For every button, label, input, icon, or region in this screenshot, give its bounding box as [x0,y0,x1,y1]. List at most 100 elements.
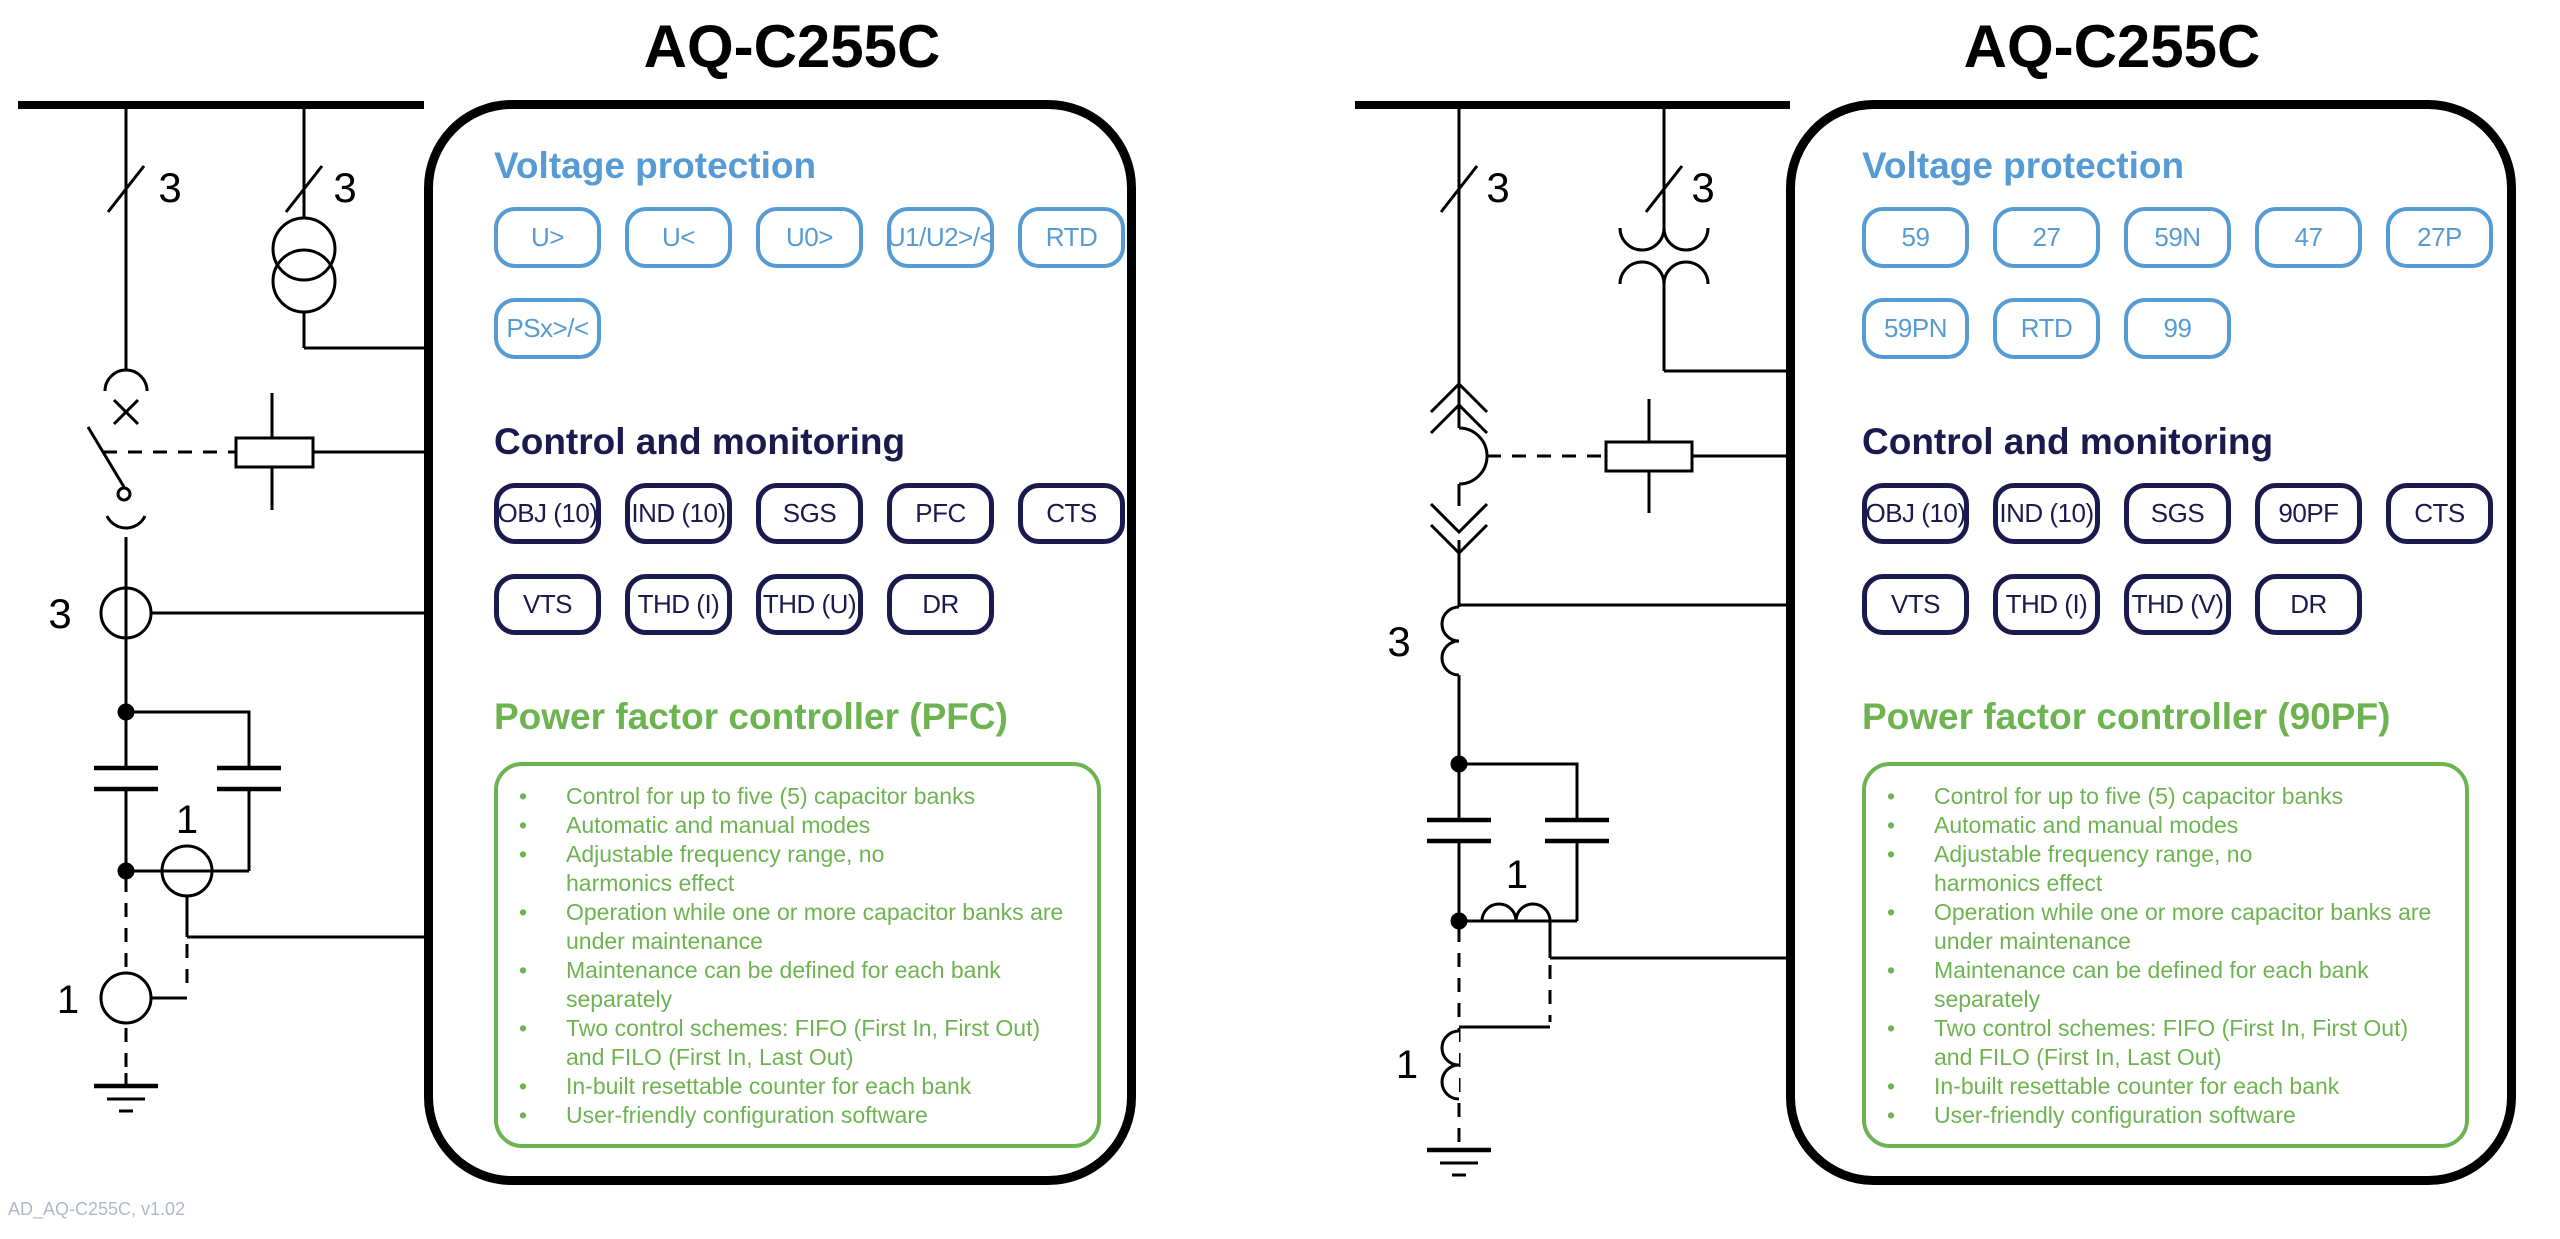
bullet-text: In-built resettable counter for each ban… [1934,1073,2340,1099]
feature-badge: IND (10) [1993,483,2100,544]
bullet-text: Automatic and manual modes [566,812,871,838]
feature-badge: RTD [1018,207,1125,268]
feature-badge: SGS [756,483,863,544]
bullet-text: Adjustable frequency range, no harmonics… [1934,841,2253,896]
bullet-text: Control for up to five (5) capacitor ban… [1934,783,2344,809]
capacitor-bank [94,703,281,871]
feature-badge: U> [494,207,601,268]
svg-text:3: 3 [1486,164,1509,211]
feature-bullet: • Control for up to five (5) capacitor ba… [498,782,1091,811]
product-title-left: AQ-C255C [643,13,941,80]
feature-bullet: •In-built resettable counter for each ba… [1866,1072,2459,1101]
feature-bullet: •Maintenance can be defined for each ban… [498,956,1091,1014]
feature-badge: THD (I) [1993,574,2100,635]
unbalance-ct: 1 [1396,928,1552,1148]
feature-badge: 59 [1862,207,1969,268]
feeder-disconnector: 3 [106,105,182,370]
document-version: AD_AQ-C255C, v1.02 [8,1199,186,1219]
bullet-icon: • [1887,783,1896,809]
circuit-breaker [86,368,149,530]
bullet-icon: • [1887,841,1896,867]
bullet-icon: • [519,812,528,838]
feature-bullet: •Adjustable frequency range, no harmonic… [498,840,1091,898]
svg-text:1: 1 [57,978,79,1022]
bullet-icon: • [519,957,528,983]
feature-badge: U< [625,207,732,268]
bullet-text: User-friendly configuration software [1934,1102,2296,1128]
feature-badge: 99 [2124,298,2231,359]
bullet-icon: • [519,1073,528,1099]
feature-bullet: • Automatic and manual modes [498,811,1091,840]
svg-text:3: 3 [158,164,181,211]
feature-badge: VTS [1862,574,1969,635]
feature-bullet: •Automatic and manual modes [1866,811,2459,840]
svg-text:3: 3 [48,590,71,637]
feature-badge: 90PF [2255,483,2362,544]
protection-relay-contact [1487,399,1790,513]
feature-bullet: •User-friendly configuration software [498,1101,1091,1130]
svg-text:3: 3 [333,164,356,211]
bullet-icon: • [1887,899,1896,925]
voltage-transformer: 3 [271,105,424,350]
bullet-text: User-friendly configuration software [566,1102,928,1128]
svg-text:3: 3 [1691,164,1714,211]
control-monitoring-heading: Control and monitoring [1862,421,2274,462]
pfc-heading: Power factor controller (PFC) [494,696,1008,737]
pfc-heading: Power factor controller (90PF) [1862,696,2391,737]
bullet-text: Two control schemes: FIFO (First In, Fir… [1934,1015,2409,1070]
feature-badge: 59N [2124,207,2231,268]
feature-bullet: • Control for up to five (5) capacitor ba… [1866,782,2459,811]
bullet-icon: • [519,899,528,925]
bullet-text: Operation while one or more capacitor ba… [566,899,1064,954]
bullet-text: Two control schemes: FIFO (First In, Fir… [566,1015,1041,1070]
svg-text:1: 1 [1396,1043,1418,1087]
feature-badge: OBJ (10) [1862,483,1969,544]
voltage-protection-heading: Voltage protection [494,145,817,186]
feature-badge: IND (10) [625,483,732,544]
feature-bullet: •Maintenance can be defined for each ban… [1866,956,2459,1014]
drawout-chevron-icon [1429,502,1489,535]
feature-badge: THD (I) [625,574,732,635]
feature-bullet: •User-friendly configuration software [1866,1101,2459,1130]
feature-badge: 47 [2255,207,2362,268]
svg-text:3: 3 [1387,618,1410,665]
pfc-feature-list: • Control for up to five (5) capacitor ba… [494,762,1101,1148]
bullet-icon: • [1887,812,1896,838]
ground-symbol [1427,1147,1491,1177]
svg-text:1: 1 [176,798,198,842]
feature-bullet: • Adjustable frequency range, no harmonic… [1866,840,2459,898]
feature-bullet: •In-built resettable counter for each ba… [498,1072,1091,1101]
single-line-diagram-right: 3 3 [1355,101,1790,1177]
bullet-text: Control for up to five (5) capacitor ban… [566,783,976,809]
feature-badge: 59PN [1862,298,1969,359]
bullet-icon: • [519,783,528,809]
feature-badge: SGS [2124,483,2231,544]
bullet-icon: • [519,841,528,867]
phase-current-transformer: 3 [48,537,424,705]
feature-badge: DR [2255,574,2362,635]
bank-control-ct: 1 [1450,853,1790,960]
feature-badge: DR [887,574,994,635]
bullet-icon: • [519,1015,528,1041]
bank-control-ct: 1 [117,798,424,939]
feature-badge: U0> [756,207,863,268]
feature-badge: RTD [1993,298,2100,359]
drawout-chevron-icon [1429,381,1489,414]
bullet-icon: • [1887,1015,1896,1041]
bullet-text: Maintenance can be defined for each bank… [1934,957,2369,1012]
product-title-right: AQ-C255C [1963,13,2261,80]
single-line-diagram-left: 3 3 3 [18,101,424,1113]
capacitor-bank [1427,755,1609,921]
feature-badge: PFC [887,483,994,544]
protection-relay-contact [103,393,424,510]
feature-badge: PSx>/< [494,298,601,359]
feature-badge: THD (U) [756,574,863,635]
phase-current-transformer: 3 [1387,540,1790,764]
feature-badge: 27 [1993,207,2100,268]
